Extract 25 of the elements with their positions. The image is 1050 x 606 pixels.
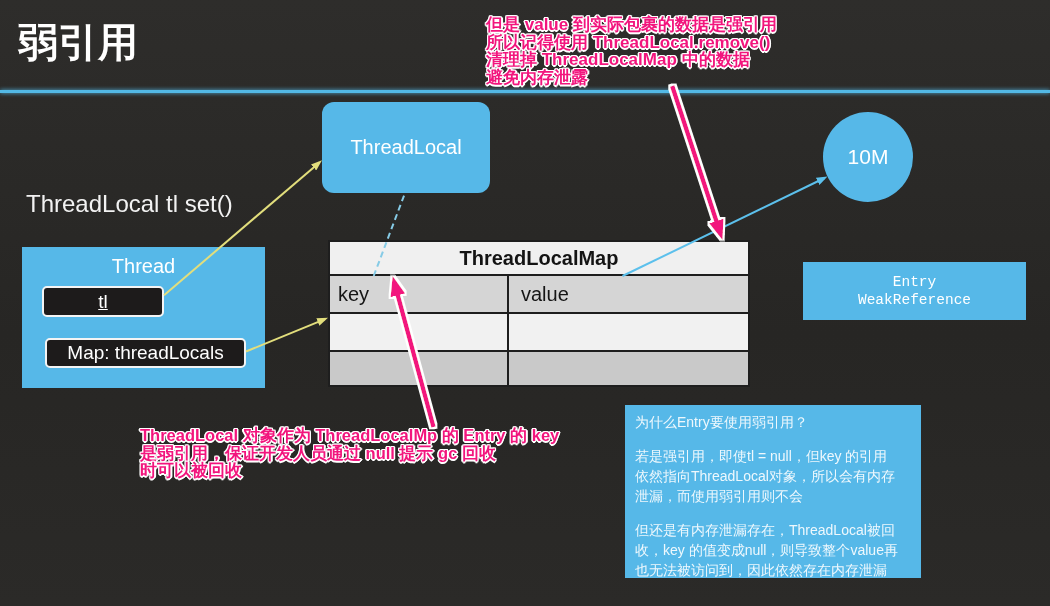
- annotation-text: ThreadLocal 对象作为 ThreadLocalMp 的 Entry 的 key是弱引用，保证开发人员通过 null 提示 gc 回收时可以被回收: [140, 427, 560, 480]
- thread-box: [22, 247, 265, 388]
- arrow: [163, 160, 322, 297]
- box-heading: Thread: [111, 254, 176, 279]
- note-box: [625, 405, 921, 578]
- note-text: 但还是有内存泄漏存在，ThreadLocal被回收，key 的值变成null，则导致整个value再也无法被访问到，因此依然存在内存泄漏: [635, 521, 898, 580]
- arrow: [390, 276, 436, 428]
- note-heading: 为什么Entry要使用弱引用？: [635, 413, 808, 432]
- memory-circle: 10M: [823, 112, 913, 202]
- field-box: tl: [42, 286, 164, 317]
- code-label: ThreadLocal tl set(): [26, 189, 233, 219]
- dashed-line: [372, 192, 406, 277]
- class-box: Entry WeakReference: [803, 262, 1026, 320]
- arrow: [621, 176, 828, 277]
- note-text: 若是强引用，即使tl = null，但key 的引用依然指向ThreadLocal对象，所以会有内存泄漏，而使用弱引用则不会: [635, 447, 895, 506]
- table: [328, 240, 750, 387]
- title: 弱引用: [18, 19, 138, 66]
- annotation-text: 但是 value 到实际包裹的数据是强引用所以记得使用 ThreadLocal.remove()清理掉 ThreadLocalMap 中的数据避免内存泄露: [486, 16, 777, 86]
- table-cell: value: [509, 276, 748, 314]
- arrow: [670, 85, 724, 240]
- table-header: ThreadLocalMap: [330, 242, 748, 276]
- table-cell: key: [330, 276, 509, 314]
- object-box: ThreadLocal: [322, 102, 490, 193]
- field-box: Map: threadLocals: [45, 338, 246, 368]
- arrow: [245, 317, 328, 353]
